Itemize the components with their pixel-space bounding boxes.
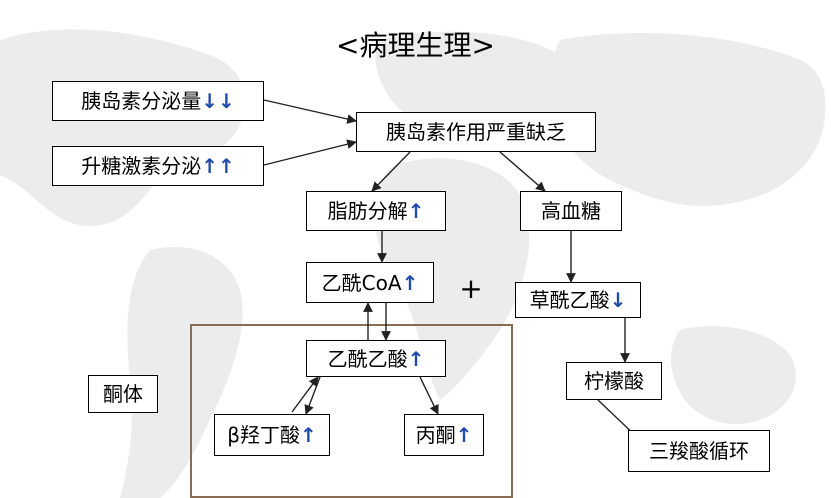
node-lipolysis: 脂肪分解↑ bbox=[306, 191, 446, 231]
node-insulin-deficiency: 胰岛素作用严重缺乏 bbox=[356, 112, 596, 152]
edge-deficiency-to-lipolysis bbox=[371, 151, 411, 192]
node-insulin-secretion-label: 胰岛素分泌量 bbox=[81, 89, 202, 113]
decrease-arrow-icon: ↓↓ bbox=[201, 89, 235, 113]
node-acetone: 丙酮↑ bbox=[404, 414, 484, 456]
increase-arrow-icon: ↑ bbox=[407, 199, 425, 223]
node-ketone-bodies-label: 酮体 bbox=[103, 382, 143, 406]
node-lipolysis-label: 脂肪分解 bbox=[327, 199, 408, 223]
node-beta-hydroxybutyrate-label: β羟丁酸 bbox=[227, 423, 300, 447]
node-acetoacetate: 乙酰乙酸↑ bbox=[306, 340, 446, 377]
increase-arrow-icon: ↑ bbox=[300, 423, 317, 447]
ketone-body-frame bbox=[190, 324, 513, 498]
edge-acetoacetate-to-hydroxybutyrate bbox=[304, 376, 321, 415]
page-title: <病理生理> bbox=[336, 29, 495, 62]
node-ketone-bodies: 酮体 bbox=[88, 375, 158, 413]
node-citrate: 柠檬酸 bbox=[566, 362, 662, 400]
plus-sign: + bbox=[459, 272, 483, 305]
increase-arrow-icon: ↑ bbox=[407, 346, 425, 371]
decrease-arrow-icon: ↓ bbox=[609, 288, 627, 312]
node-insulin-secretion: 胰岛素分泌量↓↓ bbox=[52, 81, 264, 121]
node-acetyl-coa-label: 乙酰CoA bbox=[321, 270, 402, 295]
edge-insulin-to-deficiency bbox=[263, 99, 357, 124]
node-glucagon-secretion: 升糖激素分泌↑↑ bbox=[52, 146, 264, 186]
node-oxaloacetate-label: 草酰乙酸 bbox=[529, 288, 610, 312]
node-tca-cycle-label: 三羧酸循环 bbox=[649, 439, 749, 463]
node-beta-hydroxybutyrate: β羟丁酸↑ bbox=[214, 414, 330, 456]
node-oxaloacetate: 草酰乙酸↓ bbox=[515, 282, 641, 318]
edge-glucagon-to-deficiency bbox=[263, 139, 357, 166]
edge-deficiency-to-hyperglycemia bbox=[499, 151, 546, 192]
increase-arrow-icon: ↑↑ bbox=[201, 154, 235, 178]
edge-acetoacetate-to-acetone bbox=[419, 376, 439, 415]
node-tca-cycle: 三羧酸循环 bbox=[628, 430, 770, 472]
node-glucagon-secretion-label: 升糖激素分泌 bbox=[81, 154, 202, 178]
node-hyperglycemia-label: 高血糖 bbox=[541, 199, 601, 223]
increase-arrow-icon: ↑ bbox=[455, 423, 473, 447]
node-acetyl-coa: 乙酰CoA↑ bbox=[306, 262, 434, 303]
node-acetoacetate-label: 乙酰乙酸 bbox=[327, 346, 408, 371]
node-acetone-label: 丙酮 bbox=[415, 423, 456, 447]
node-citrate-label: 柠檬酸 bbox=[584, 369, 644, 393]
node-hyperglycemia: 高血糖 bbox=[520, 191, 622, 231]
increase-arrow-icon: ↑ bbox=[401, 270, 419, 295]
edge-hydroxybutyrate-to-acetoacetate bbox=[291, 376, 319, 413]
node-insulin-deficiency-label: 胰岛素作用严重缺乏 bbox=[386, 120, 566, 144]
